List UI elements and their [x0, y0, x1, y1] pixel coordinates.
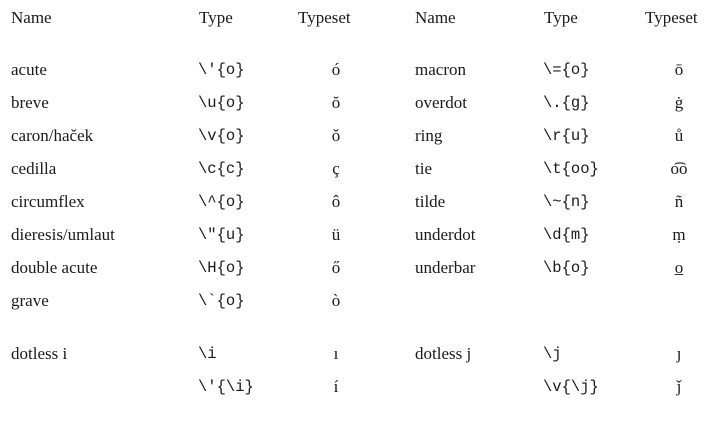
accent-name-left: acute	[11, 60, 47, 79]
latex-command-right: \v{\j}	[543, 378, 599, 396]
accent-name-right: tie	[415, 159, 432, 178]
typeset-glyph-right: ġ	[674, 93, 684, 112]
latex-command-right: \t{oo}	[543, 160, 599, 178]
latex-command-right: \.{g}	[543, 94, 590, 112]
typeset-glyph-right: ǰ	[676, 377, 682, 396]
latex-command-right: \={o}	[543, 61, 590, 79]
typeset-glyph-left: ő	[331, 258, 341, 277]
accent-name-right: ring	[415, 126, 443, 145]
latex-command-left: \c{c}	[198, 160, 245, 178]
typeset-glyph-left: ŏ	[331, 93, 341, 112]
accent-name-left: breve	[11, 93, 49, 112]
typeset-glyph-right: ṃ	[672, 225, 686, 244]
accent-name-right: overdot	[415, 93, 467, 112]
accent-name-left: caron/haček	[11, 126, 94, 145]
header-type-left: Type	[199, 8, 233, 27]
typeset-glyph-right: ȷ	[676, 344, 682, 363]
accent-name-right: underbar	[415, 258, 476, 277]
header-type-right: Type	[544, 8, 578, 27]
latex-command-left: \`{o}	[198, 292, 245, 310]
typeset-glyph-left: ô	[331, 192, 341, 211]
header-name-right: Name	[415, 8, 456, 27]
typeset-glyph-right: ō	[674, 60, 684, 79]
latex-command-left: \v{o}	[198, 127, 245, 145]
latex-command-right: \j	[543, 345, 562, 363]
header-typeset-right: Typeset	[645, 8, 698, 27]
latex-command-right: \~{n}	[543, 193, 590, 211]
accent-name-right: dotless j	[415, 344, 472, 363]
latex-command-left: \'{\i}	[198, 378, 254, 396]
header-name-left: Name	[11, 8, 52, 27]
typeset-glyph-left: ò	[331, 291, 341, 310]
typeset-glyph-left: ǒ	[331, 126, 341, 145]
accent-name-right: tilde	[415, 192, 446, 211]
typeset-glyph-left: ü	[331, 225, 341, 244]
accent-name-left: dieresis/umlaut	[11, 225, 115, 244]
latex-command-right: \d{m}	[543, 226, 590, 244]
latex-command-right: \r{u}	[543, 127, 590, 145]
typeset-glyph-left: ó	[331, 60, 341, 79]
typeset-glyph-right: o͡o	[670, 159, 688, 178]
latex-command-left: \u{o}	[198, 94, 245, 112]
typeset-glyph-left: ç	[332, 159, 340, 178]
accent-name-left: cedilla	[11, 159, 57, 178]
accent-name-left: dotless i	[11, 344, 68, 363]
accent-name-left: grave	[11, 291, 49, 310]
latex-command-left: \i	[198, 345, 217, 363]
typeset-glyph-right: ñ	[674, 192, 684, 211]
accent-name-right: macron	[415, 60, 466, 79]
latex-command-left: \^{o}	[198, 193, 245, 211]
latex-command-right: \b{o}	[543, 259, 590, 277]
typeset-glyph-right: o̲	[674, 258, 684, 277]
accent-name-left: circumflex	[11, 192, 85, 211]
header-typeset-left: Typeset	[298, 8, 351, 27]
accent-name-left: double acute	[11, 258, 98, 277]
latex-command-left: \"{u}	[198, 226, 245, 244]
typeset-glyph-right: ů	[674, 126, 684, 145]
latex-command-left: \'{o}	[198, 61, 245, 79]
typeset-glyph-left: ı	[333, 344, 339, 363]
typeset-glyph-left: í	[333, 377, 339, 396]
accent-name-right: underdot	[415, 225, 476, 244]
latex-command-left: \H{o}	[198, 259, 245, 277]
